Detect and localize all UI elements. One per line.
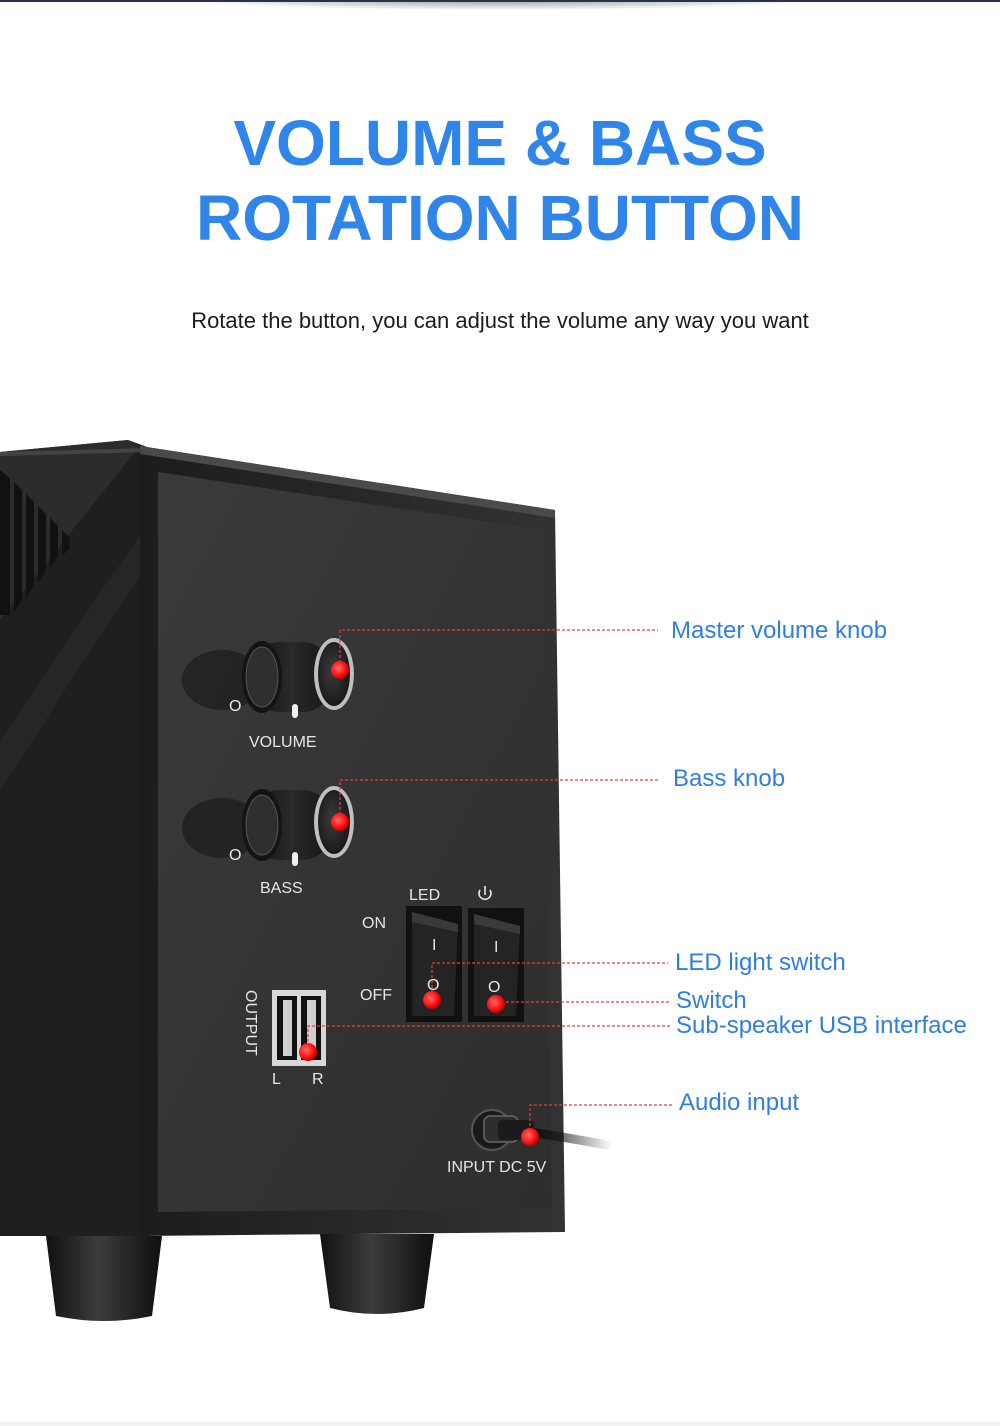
speaker-front-body (0, 440, 150, 1236)
callout-audio-input: Audio input (679, 1089, 800, 1116)
output-label: OUTPUT (242, 990, 259, 1056)
knob-min-mark-bass: O (229, 847, 241, 864)
marker-led (423, 991, 441, 1009)
bass-label: BASS (260, 880, 303, 897)
usb-right-label: R (312, 1071, 324, 1088)
marker-volume (331, 661, 349, 679)
callout-led-switch: LED light switch (675, 949, 846, 976)
marker-audio (521, 1128, 539, 1146)
callout-usb: Sub-speaker USB interface (676, 1012, 967, 1039)
power-rocker-switch[interactable] (468, 908, 524, 1022)
power-switch-on-mark: I (494, 939, 498, 956)
led-label: LED (409, 887, 440, 904)
page-title-line1: VOLUME & BASS (233, 107, 767, 179)
led-switch-off-mark: O (427, 977, 439, 994)
page-title-line2: ROTATION BUTTON (196, 182, 804, 254)
on-label: ON (362, 915, 386, 932)
speaker-feet (46, 1234, 434, 1321)
marker-switch (487, 995, 505, 1013)
marker-bass (331, 813, 349, 831)
top-border (0, 0, 1000, 2)
speaker-grille (0, 470, 70, 615)
usb-output-port[interactable] (272, 990, 326, 1066)
knob-min-mark-volume: O (229, 698, 241, 715)
led-switch-on-mark: I (432, 937, 436, 954)
power-icon (478, 886, 492, 901)
bottom-divider (0, 1422, 1000, 1426)
callout-markers (299, 661, 539, 1146)
off-label: OFF (360, 987, 392, 1004)
page-subtitle: Rotate the button, you can adjust the vo… (191, 308, 809, 333)
power-switch-off-mark: O (488, 979, 500, 996)
marker-usb (299, 1043, 317, 1061)
leader-lines (307, 629, 672, 1136)
bass-knob[interactable] (182, 786, 354, 866)
usb-left-label: L (272, 1071, 281, 1088)
callout-bass: Bass knob (673, 765, 786, 792)
input-label: INPUT DC 5V (447, 1159, 547, 1176)
top-shadow (0, 0, 1000, 22)
callout-switch: Switch (676, 987, 747, 1014)
volume-label: VOLUME (249, 734, 317, 751)
callout-master-volume: Master volume knob (671, 617, 888, 644)
